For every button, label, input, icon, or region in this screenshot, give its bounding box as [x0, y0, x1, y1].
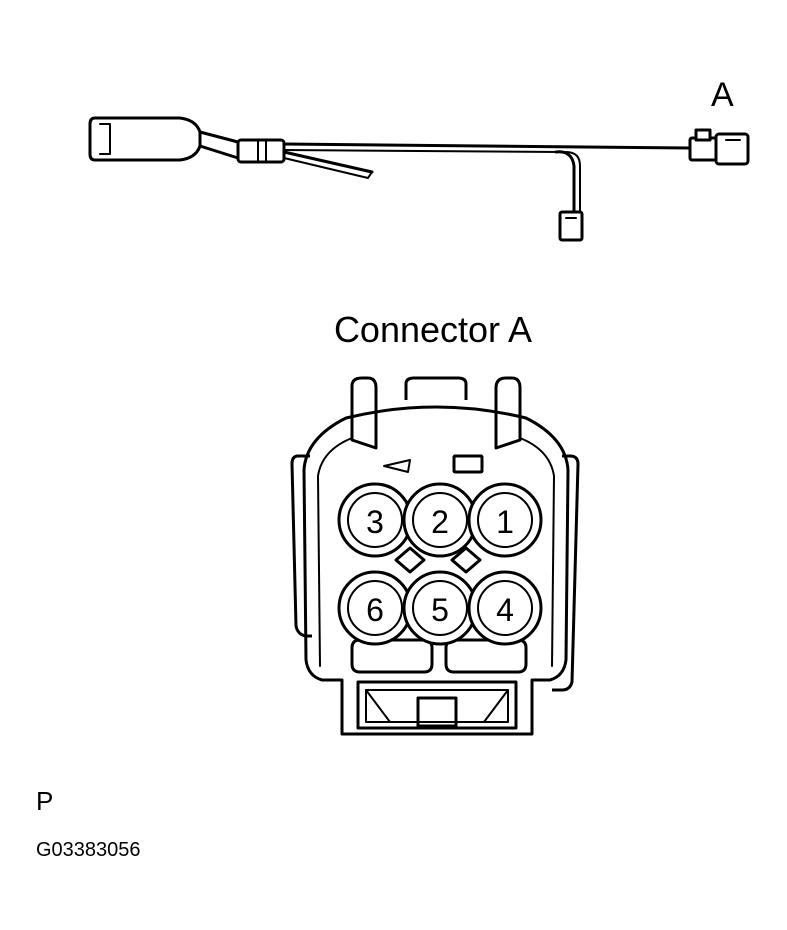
- harness-connector-a: [688, 128, 750, 166]
- pin-cavity-inner: [412, 492, 468, 548]
- pin-cavity-inner: [347, 580, 403, 636]
- connector-title: Connector A: [334, 309, 532, 350]
- left-plug: [88, 116, 202, 162]
- side-rib-right: [552, 454, 580, 692]
- pin-number: 6: [366, 592, 384, 628]
- pin-number: 3: [366, 504, 384, 540]
- pin-1-indicator: [383, 459, 411, 473]
- key-slot: [452, 454, 484, 474]
- pin-cavity-inner: [477, 580, 533, 636]
- pin-cavity-inner: [347, 492, 403, 548]
- heat-shrink-sleeve: [236, 138, 286, 164]
- pin-cavity-2: 2: [402, 482, 478, 558]
- harness-connector-label: A: [711, 76, 734, 114]
- connector-housing: [302, 405, 570, 736]
- pin-cavity-6: 6: [337, 570, 413, 646]
- lower-cavity-right: [444, 638, 528, 674]
- top-latch-center: [404, 376, 468, 400]
- side-rib-left: [290, 454, 312, 638]
- pin-number: 5: [431, 592, 449, 628]
- figure-id-label: G03383056: [36, 839, 141, 861]
- pin-cavity-outer: [467, 570, 543, 646]
- wire-harness: [88, 116, 750, 242]
- pin-cavity-outer: [467, 482, 543, 558]
- key-diamond-left: [394, 546, 426, 574]
- pin-cavity-1: 1: [467, 482, 543, 558]
- pin-cavities: 3 2 1 6 5 4: [337, 482, 543, 646]
- view-code-label: P: [36, 786, 53, 816]
- bottom-latch: [356, 680, 518, 730]
- pin-number: 4: [496, 592, 514, 628]
- key-diamond-right: [450, 546, 482, 574]
- pin-cavity-inner: [412, 580, 468, 636]
- pin-cavity-inner: [477, 492, 533, 548]
- pin-number: 1: [496, 504, 514, 540]
- pin-number: 2: [431, 504, 449, 540]
- lower-cavity-left: [350, 638, 434, 674]
- branch-connector: [558, 210, 584, 242]
- pin-cavity-4: 4: [467, 570, 543, 646]
- pin-cavity-5: 5: [402, 570, 478, 646]
- pin-cavity-3: 3: [337, 482, 413, 558]
